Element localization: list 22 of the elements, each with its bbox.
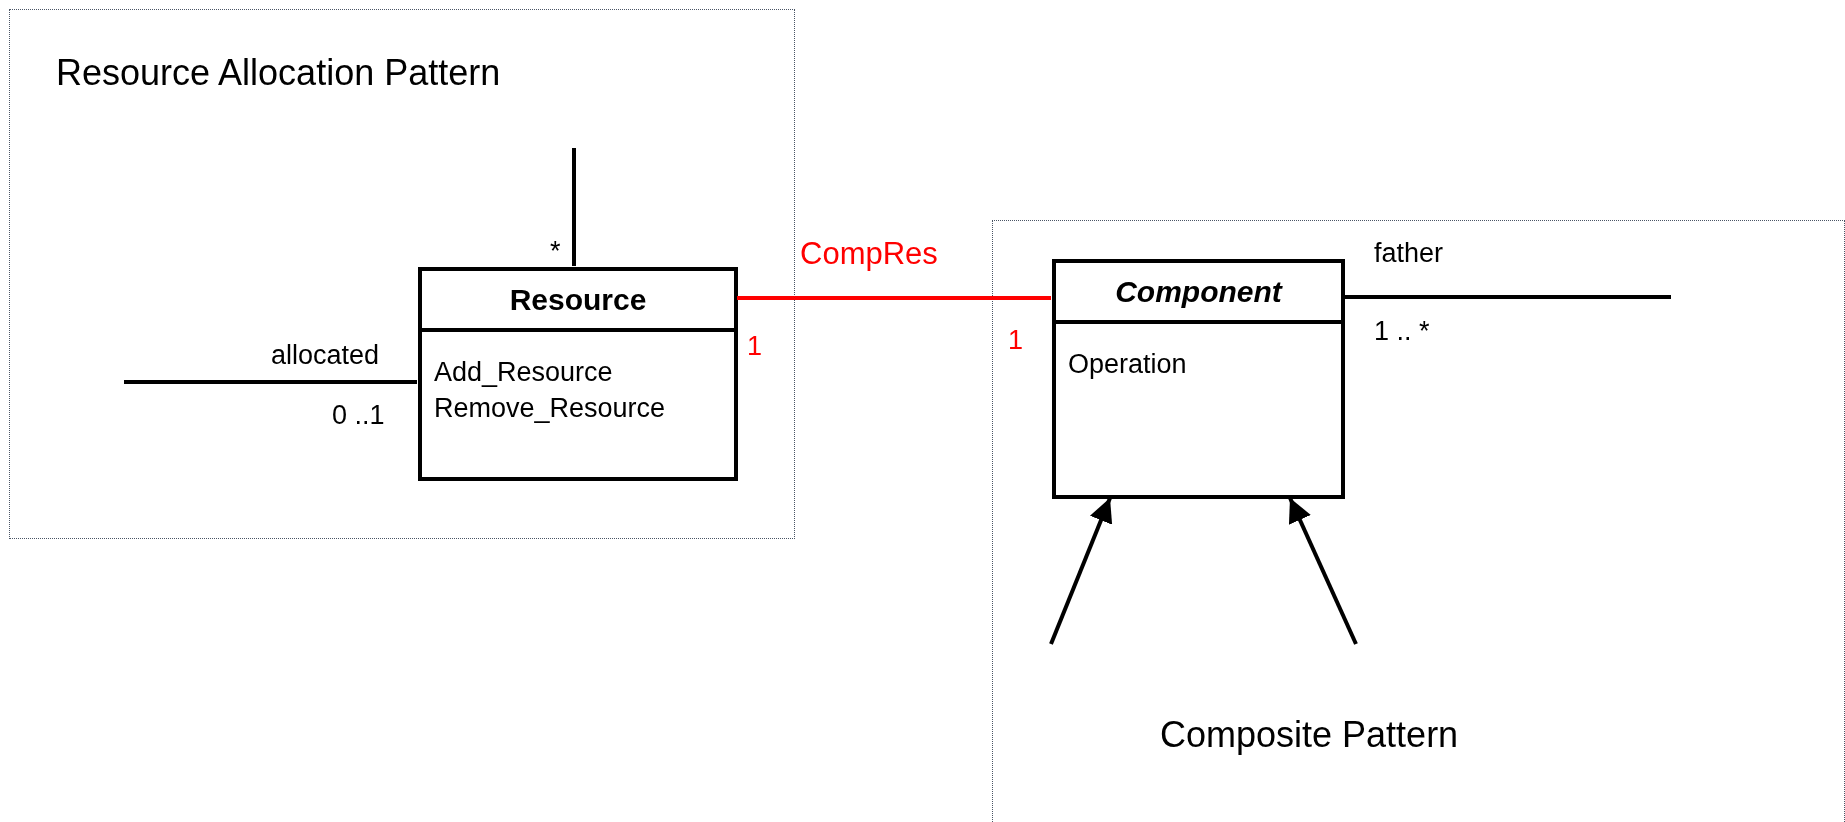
multiplicity-label: 1 .. * bbox=[1374, 318, 1430, 345]
association-line bbox=[737, 296, 1051, 300]
operation-text: Add_Resource bbox=[434, 356, 613, 389]
pattern-frame bbox=[9, 9, 795, 539]
pattern-title: Composite Pattern bbox=[1160, 717, 1459, 753]
pattern-frame bbox=[992, 220, 1845, 822]
operation-text: Operation bbox=[1068, 348, 1187, 381]
multiplicity-label: 0 ..1 bbox=[332, 402, 385, 429]
association-line bbox=[124, 380, 417, 384]
operation-text: Remove_Resource bbox=[434, 392, 666, 425]
class-name: Component bbox=[1115, 276, 1282, 307]
arrow bbox=[1288, 497, 1358, 645]
class-name: Resource bbox=[509, 284, 647, 315]
association-line bbox=[1344, 295, 1671, 299]
class-box bbox=[418, 267, 738, 481]
multiplicity-label: 1 bbox=[747, 333, 763, 360]
arrow bbox=[1049, 497, 1113, 645]
multiplicity-label: 1 bbox=[1008, 327, 1024, 354]
multiplicity-label: * bbox=[550, 238, 561, 265]
class-box bbox=[1052, 259, 1345, 499]
association-line bbox=[572, 148, 576, 266]
pattern-title: Resource Allocation Pattern bbox=[56, 55, 501, 91]
